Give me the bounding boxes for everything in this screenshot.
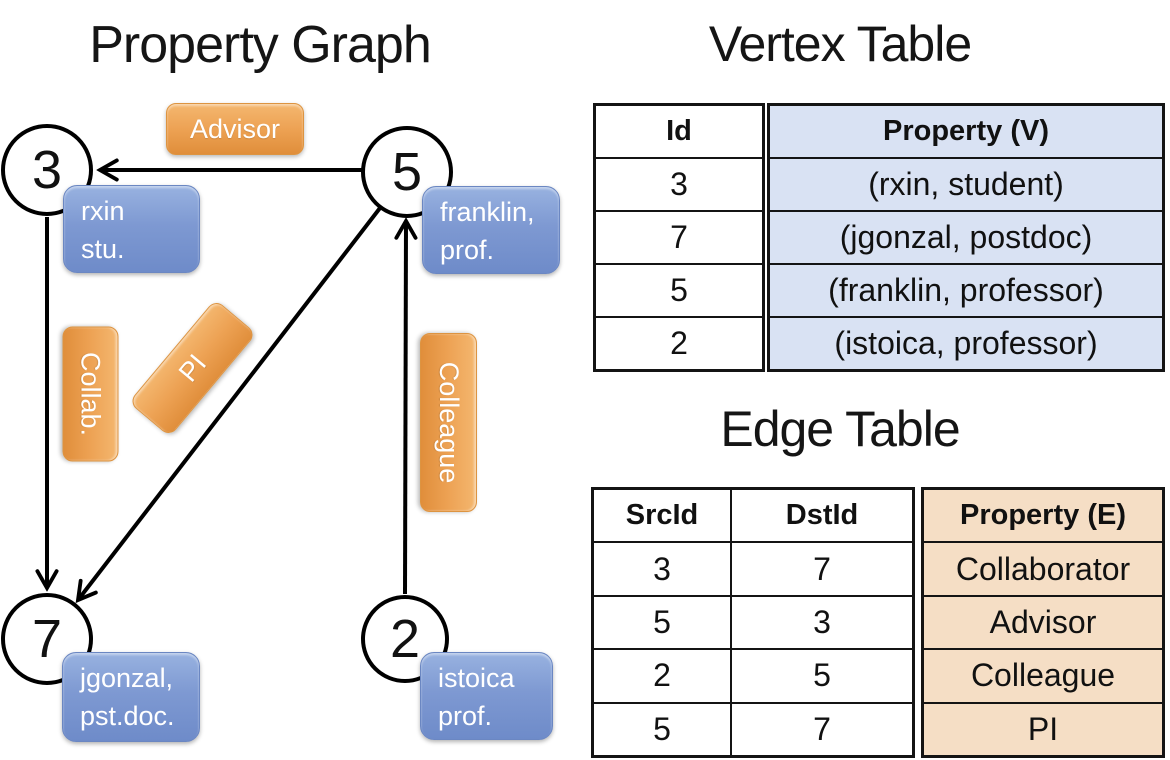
- vertex-label-line: jgonzal,: [80, 663, 174, 693]
- table-cell: (jgonzal, postdoc): [770, 212, 1162, 263]
- table-cell: 7: [596, 212, 762, 263]
- graph-edges-svg: [0, 0, 585, 760]
- vertex-table-property-header: Property (V): [770, 106, 1162, 157]
- table-cell: Collaborator: [924, 543, 1162, 595]
- edge-label-collab: Collab.: [62, 326, 119, 462]
- table-cell: (franklin, professor): [770, 265, 1162, 316]
- table-cell: 2: [594, 650, 730, 702]
- vertex-label-franklin: franklin, prof.: [422, 186, 560, 274]
- edge-table-dstid-header: DstId: [732, 490, 912, 542]
- vertex-table-id-header: Id: [596, 106, 762, 157]
- edge-table-property-header: Property (E): [924, 490, 1162, 542]
- table-cell: 7: [732, 543, 912, 595]
- property-graph-title: Property Graph: [89, 16, 432, 74]
- edge-table-title: Edge Table: [720, 401, 960, 457]
- table-cell: 3: [596, 159, 762, 210]
- vertex-label-line: rxin: [81, 196, 125, 226]
- edge-table-id-columns: SrcId DstId 3 7 5 3 2 5 5 7: [591, 487, 915, 758]
- table-cell: 5: [594, 596, 730, 649]
- node-circle-2: 2: [361, 595, 449, 683]
- table-cell: 5: [732, 650, 912, 702]
- table-cell: 7: [732, 703, 912, 755]
- vertex-label-line: istoica: [438, 663, 515, 693]
- table-cell: 5: [596, 265, 762, 316]
- edge-table-property-column: Property (E) Collaborator Advisor Collea…: [921, 487, 1165, 758]
- node-number: 2: [389, 609, 421, 669]
- edge-label-advisor: Advisor: [166, 103, 304, 155]
- table-cell: Colleague: [924, 650, 1162, 702]
- table-cell: (rxin, student): [770, 159, 1162, 210]
- vertex-label-line: prof.: [438, 701, 493, 731]
- vertex-label-rxin: rxin stu.: [63, 185, 200, 273]
- vertex-label-line: pst.doc.: [80, 701, 175, 731]
- edge-table-srcid-header: SrcId: [594, 490, 730, 542]
- vertex-label-line: stu.: [81, 234, 125, 264]
- table-cell: Advisor: [924, 596, 1162, 649]
- table-cell: 3: [594, 543, 730, 595]
- table-cell: 3: [732, 596, 912, 649]
- table-cell: 5: [594, 703, 730, 755]
- vertex-table-property-column: Property (V) (rxin, student) (jgonzal, p…: [767, 103, 1165, 372]
- node-number: 7: [31, 609, 63, 669]
- vertex-label-line: prof.: [440, 235, 495, 265]
- vertex-label-line: franklin,: [440, 197, 535, 227]
- table-cell: 2: [596, 318, 762, 369]
- vertex-label-istoica: istoica prof.: [420, 652, 553, 740]
- node-number: 3: [31, 140, 63, 200]
- edge-5-to-7: [78, 206, 382, 600]
- table-cell: (istoica, professor): [770, 318, 1162, 369]
- table-cell: PI: [924, 703, 1162, 755]
- edge-2-to-5: [405, 221, 406, 595]
- node-circle-5: 5: [361, 126, 453, 218]
- vertex-table-title: Vertex Table: [708, 16, 972, 72]
- vertex-label-jgonzal: jgonzal, pst.doc.: [62, 652, 200, 742]
- vertex-table-id-column: Id 3 7 5 2: [593, 103, 765, 372]
- node-number: 5: [391, 142, 423, 202]
- edge-label-colleague: Colleague: [420, 333, 477, 512]
